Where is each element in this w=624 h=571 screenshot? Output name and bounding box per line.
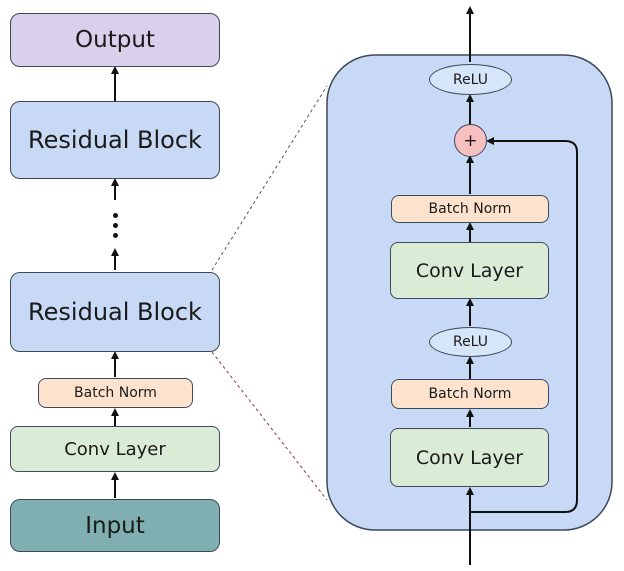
zoom-line-top bbox=[211, 85, 328, 271]
residual-block-top-label: Residual Block bbox=[28, 126, 202, 154]
residual-block-bottom: Residual Block bbox=[10, 272, 220, 352]
zoom-line-bottom bbox=[211, 351, 328, 501]
relu-middle-label: ReLU bbox=[452, 334, 489, 350]
batch-norm-lower-label: Batch Norm bbox=[428, 386, 512, 402]
output-block: Output bbox=[10, 13, 220, 67]
conv-layer-lower-block: Conv Layer bbox=[390, 428, 549, 487]
output-label: Output bbox=[75, 27, 155, 53]
batch-norm-label: Batch Norm bbox=[74, 385, 157, 401]
input-block: Input bbox=[10, 499, 220, 552]
residual-block-top: Residual Block bbox=[10, 101, 220, 179]
residual-block-bottom-label: Residual Block bbox=[28, 298, 202, 326]
relu-middle-node: ReLU bbox=[429, 327, 512, 357]
conv-layer-upper-label: Conv Layer bbox=[415, 259, 524, 282]
skip-connection-arrow bbox=[470, 137, 578, 513]
conv-layer-upper-block: Conv Layer bbox=[390, 242, 549, 299]
batch-norm-block: Batch Norm bbox=[38, 378, 193, 408]
conv-layer-label: Conv Layer bbox=[64, 438, 166, 460]
conv-layer-block: Conv Layer bbox=[10, 426, 220, 472]
batch-norm-lower-block: Batch Norm bbox=[391, 379, 549, 409]
relu-top-label: ReLU bbox=[452, 71, 489, 88]
batch-norm-upper-block: Batch Norm bbox=[391, 195, 549, 223]
ellipsis-dots bbox=[110, 213, 120, 243]
input-label: Input bbox=[85, 512, 145, 539]
add-node: + bbox=[454, 124, 487, 157]
add-symbol: + bbox=[463, 130, 478, 151]
conv-layer-lower-label: Conv Layer bbox=[415, 446, 524, 469]
relu-top-node: ReLU bbox=[429, 64, 512, 95]
batch-norm-upper-label: Batch Norm bbox=[428, 201, 512, 217]
